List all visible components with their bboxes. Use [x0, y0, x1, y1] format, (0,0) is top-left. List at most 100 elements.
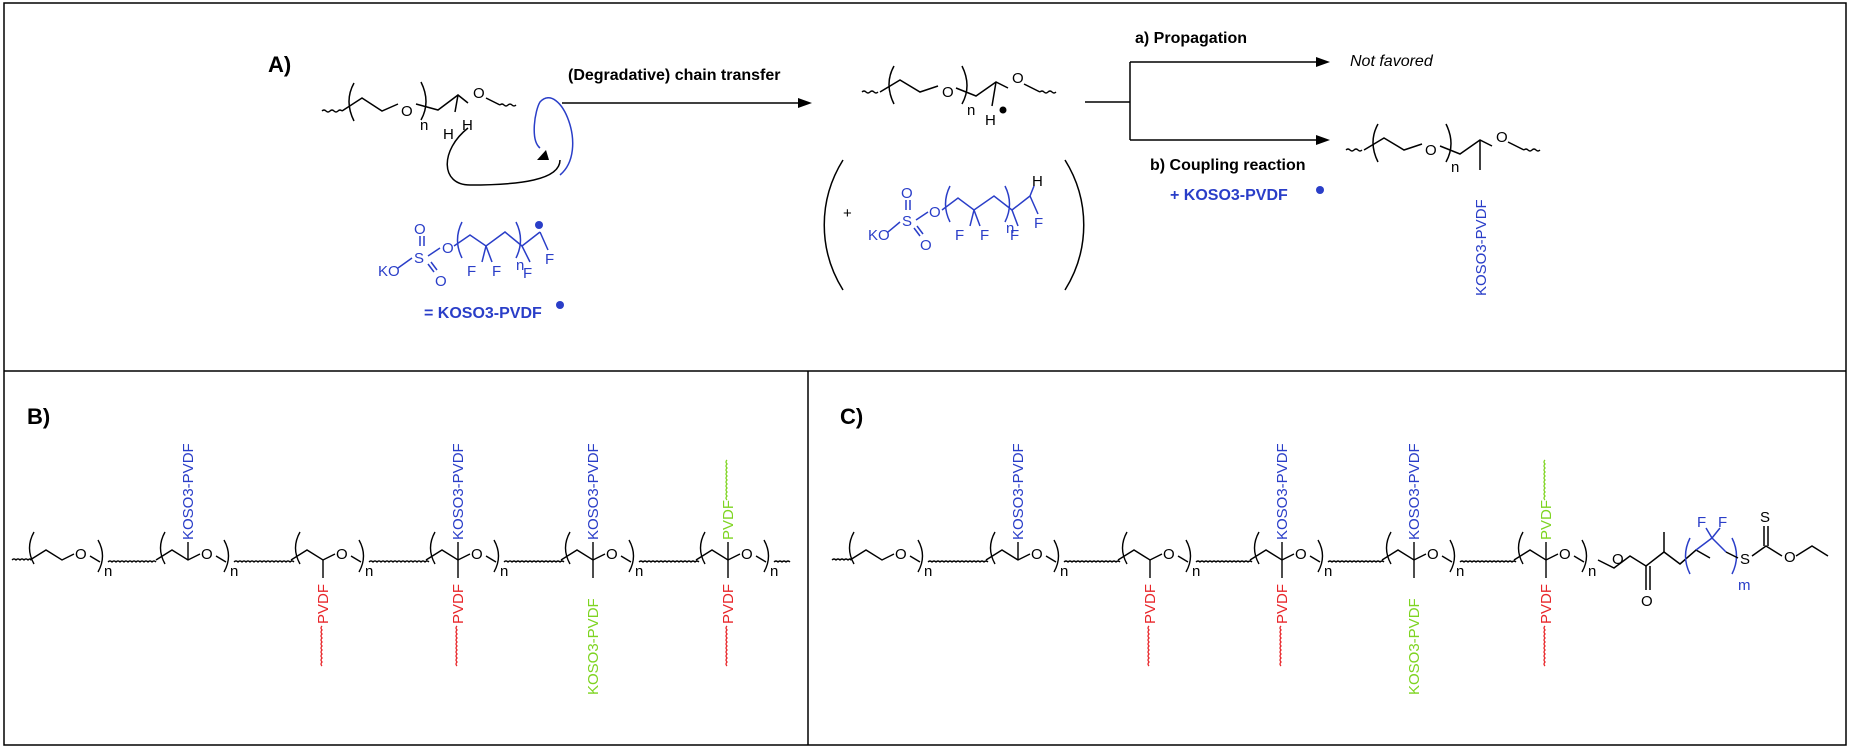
atom-n: n [1588, 563, 1596, 580]
wavy-bond [1327, 560, 1385, 563]
bond [29, 549, 75, 561]
atom-n: n [770, 563, 778, 580]
radical-arrow [533, 97, 574, 176]
bond [89, 555, 101, 563]
radical-dot [1316, 186, 1324, 194]
wavy-bond [1063, 560, 1121, 563]
bond [1441, 555, 1453, 563]
atom-o: O [1031, 546, 1043, 563]
kosso3-pvdf-radical: KO S O O O n F F F F [378, 221, 554, 290]
bond [350, 555, 362, 563]
atom-o: O [473, 85, 485, 102]
panel-c: C) On OnKOSO3-PVDFOnPVDFOnKOSO3-PVDFPVDF… [831, 404, 1829, 695]
atom-n: n [230, 563, 238, 580]
atom-n: n [500, 563, 508, 580]
side-chain-down: PVDF [450, 584, 467, 624]
wavy-bond [320, 625, 323, 667]
bond [425, 549, 471, 561]
bond [560, 549, 606, 561]
wavy-bond [927, 560, 989, 563]
atom-n: n [967, 102, 975, 119]
coupled-product: O n O KOSO3-PVDF [1345, 123, 1541, 296]
side-chain-up: KOSO3-PVDF [1406, 443, 1423, 540]
bracket [564, 531, 571, 565]
bracket [1253, 531, 1260, 565]
panel-a: A) O n O H H KO S O O [268, 30, 1541, 322]
atom-n: n [1451, 159, 1459, 176]
side-chain-up: KOSO3-PVDF [1010, 443, 1027, 540]
atom-o: O [1559, 546, 1571, 563]
atom-o: O [414, 221, 426, 238]
chain-transfer-label: (Degradative) chain transfer [568, 67, 781, 84]
radical-definition: = KOSO3-PVDF [424, 305, 542, 322]
bond [1249, 549, 1295, 561]
side-chain-down: PVDF [720, 584, 737, 624]
bond [755, 555, 767, 563]
bond [695, 549, 741, 561]
bracket [917, 539, 924, 573]
wavy-bond [455, 625, 458, 667]
abstraction-arrow [446, 127, 561, 186]
byproduct: + KO S O O O n F F F F H [823, 159, 1085, 291]
bracket [429, 531, 436, 565]
atom-h: H [1032, 173, 1043, 190]
atom-n: n [420, 117, 428, 134]
atom-f: F [492, 263, 501, 280]
radical-dot [535, 221, 543, 229]
atom-f: F [523, 265, 532, 282]
wavy-bond [773, 560, 791, 563]
atom-n: n [635, 563, 643, 580]
panel-b-label: B) [27, 404, 50, 429]
bracket [1449, 539, 1456, 573]
panel-a-label: A) [268, 52, 291, 77]
bracket [1317, 539, 1324, 573]
atom-o: O [1427, 546, 1439, 563]
bond [1117, 549, 1163, 561]
side-chain-down: PVDF [1142, 584, 1159, 624]
panel-b-backbone: On [11, 531, 791, 580]
atom-o: O [75, 546, 87, 563]
frame [3, 2, 1847, 746]
atom-ko: KO [868, 227, 890, 244]
atom-n: n [1456, 563, 1464, 580]
wavy-bond [725, 625, 728, 667]
atom-o: O [442, 240, 454, 257]
wavy-bond [638, 560, 700, 563]
bracket [223, 539, 230, 573]
side-chain-up: PVDF [720, 500, 737, 540]
atom-f: F [545, 251, 554, 268]
atom-n: n [1192, 563, 1200, 580]
wavy-bond [831, 558, 853, 561]
wavy-bond [11, 558, 33, 561]
atom-f: F [1010, 227, 1019, 244]
bond [985, 549, 1031, 561]
atom-n: n [1324, 563, 1332, 580]
bond [909, 555, 921, 563]
side-chain-down: KOSO3-PVDF [585, 598, 602, 695]
wavy-bond [1459, 560, 1517, 563]
atom-o: O [920, 237, 932, 254]
coupling-reagent: + KOSO3-PVDF [1170, 187, 1288, 204]
side-chain-down: PVDF [315, 584, 332, 624]
wavy-bond [503, 560, 565, 563]
plus-sign: + [843, 205, 852, 222]
atom-o: O [942, 84, 954, 101]
atom-m: m [1738, 577, 1751, 594]
atom-o: O [1641, 593, 1653, 610]
atom-s: S [1760, 509, 1770, 526]
bracket [1185, 539, 1192, 573]
atom-s: S [1740, 551, 1750, 568]
bracket [763, 539, 770, 573]
atom-o: O [895, 546, 907, 563]
side-chain-up: KOSO3-PVDF [1274, 443, 1291, 540]
bracket [1385, 531, 1392, 565]
atom-o: O [1012, 70, 1024, 87]
atom-n: n [104, 563, 112, 580]
coupling-label: b) Coupling reaction [1150, 157, 1306, 174]
bond [1381, 549, 1427, 561]
bond [155, 549, 201, 561]
radical-dot [556, 301, 564, 309]
atom-n: n [516, 257, 524, 274]
atom-f: F [980, 227, 989, 244]
